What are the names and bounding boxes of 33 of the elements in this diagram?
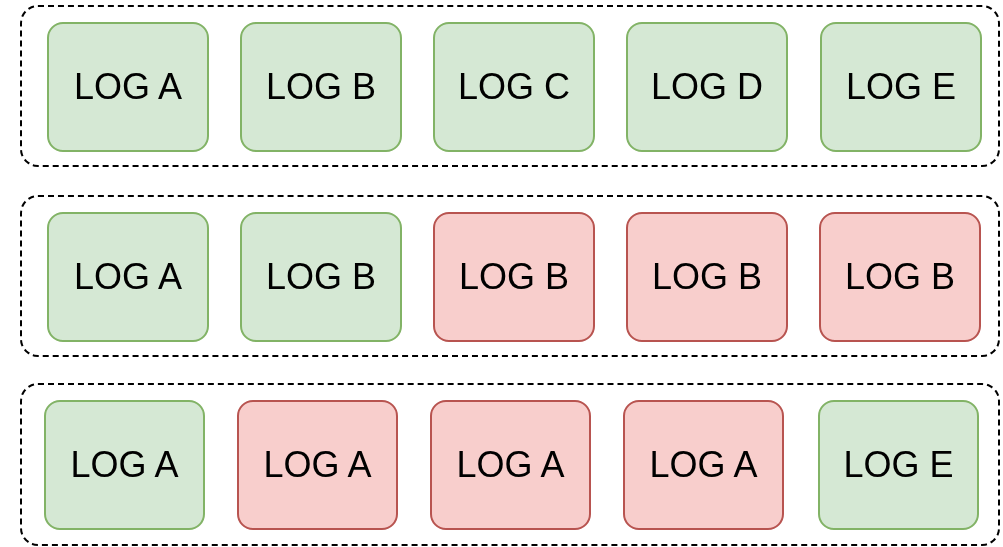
- log-box: [820, 22, 982, 152]
- dashed-group-box: [20, 195, 1000, 357]
- log-label: LOG C: [458, 66, 570, 108]
- log-label: LOG A: [649, 444, 758, 486]
- log-label: LOG B: [458, 256, 569, 298]
- log-box: [623, 400, 784, 530]
- log-label: LOG D: [651, 66, 763, 108]
- log-box: [47, 22, 209, 152]
- log-label: LOG A: [73, 256, 183, 298]
- log-label: LOG B: [265, 256, 376, 298]
- log-box: [240, 22, 402, 152]
- log-box: [433, 22, 595, 152]
- log-label: LOG B: [265, 66, 376, 108]
- log-label: LOG B: [844, 256, 955, 298]
- log-box: [47, 212, 209, 342]
- dashed-group-box: [20, 383, 1000, 546]
- dashed-group-box: [20, 5, 1000, 167]
- log-label: LOG B: [651, 256, 762, 298]
- log-label: LOG A: [456, 444, 565, 486]
- log-label: LOG A: [263, 444, 372, 486]
- log-box: [430, 400, 591, 530]
- log-box: [818, 400, 979, 530]
- log-label: LOG A: [70, 444, 179, 486]
- log-label: LOG E: [843, 444, 954, 486]
- log-box: [237, 400, 398, 530]
- log-box: [433, 212, 595, 342]
- log-label: LOG E: [845, 66, 956, 108]
- log-box: [240, 212, 402, 342]
- log-box: [626, 212, 788, 342]
- log-box: [626, 22, 788, 152]
- log-label: LOG A: [73, 66, 183, 108]
- log-box: [44, 400, 205, 530]
- log-box: [819, 212, 981, 342]
